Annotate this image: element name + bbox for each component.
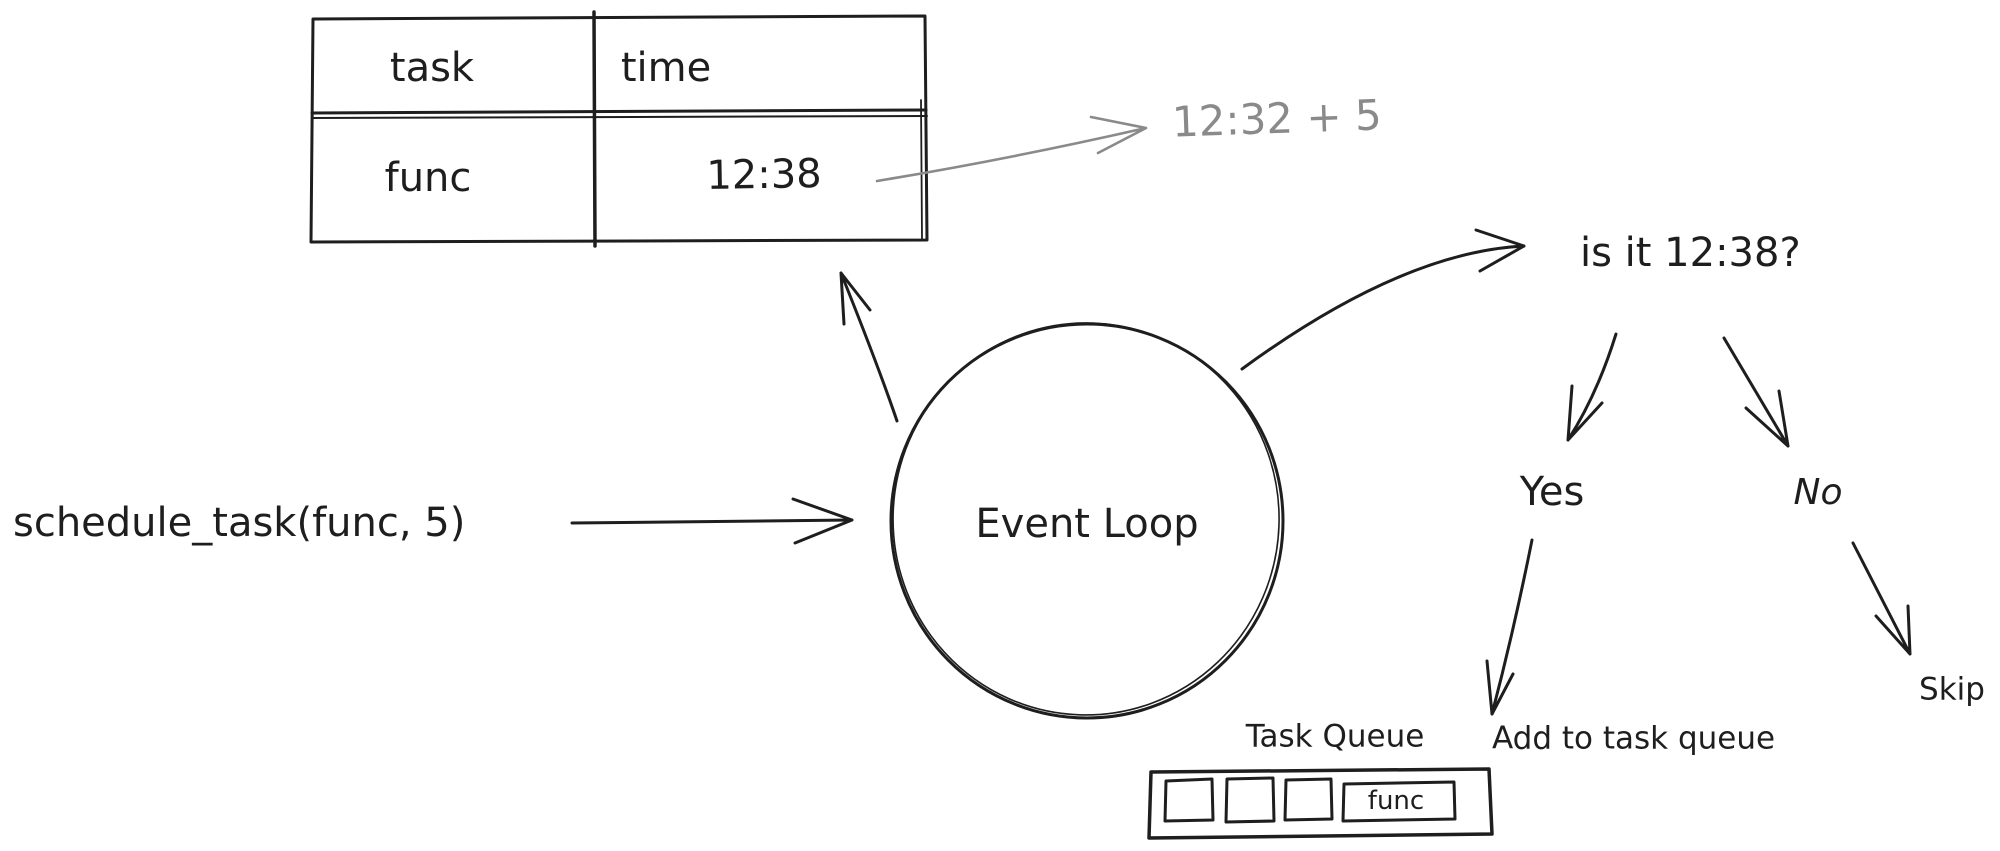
task-queue-slot-3 — [1283, 777, 1334, 822]
arrow-question-to-no — [1722, 336, 1790, 448]
arrow-no-to-skip — [1851, 541, 1912, 656]
arrow-time-to-annotation — [875, 115, 1148, 183]
task-queue-slot-2 — [1224, 776, 1276, 824]
task-queue-slot-1 — [1163, 777, 1215, 823]
annotation-time-math: 12:32 + 5 — [1171, 90, 1383, 147]
event-loop-circle — [889, 322, 1285, 720]
event-loop-label: Event Loop — [975, 501, 1199, 547]
arrow-eventloop-to-table — [839, 271, 899, 423]
task-queue-box — [1147, 767, 1494, 840]
yes-label: Yes — [1519, 469, 1585, 515]
task-queue-item-label: func — [1367, 786, 1425, 816]
arrow-eventloop-to-question — [1240, 228, 1526, 371]
table-header-task: task — [389, 45, 475, 91]
arrow-question-to-yes — [1566, 332, 1618, 442]
table-header-time: time — [620, 45, 712, 91]
schedule-table-frame — [309, 10, 929, 248]
task-queue-title: Task Queue — [1245, 718, 1425, 755]
no-action-label: Skip — [1919, 671, 1985, 708]
no-label: No — [1793, 472, 1843, 513]
arrow-call-to-eventloop — [570, 497, 854, 545]
arrow-yes-to-add — [1485, 538, 1534, 716]
question-label: is it 12:38? — [1580, 230, 1801, 276]
task-queue-item-box — [1341, 780, 1457, 823]
schedule-call-label: schedule_task(func, 5) — [13, 500, 466, 546]
table-cell-task: func — [384, 155, 472, 201]
yes-action-label: Add to task queue — [1492, 720, 1776, 757]
table-cell-time: 12:38 — [705, 150, 823, 200]
